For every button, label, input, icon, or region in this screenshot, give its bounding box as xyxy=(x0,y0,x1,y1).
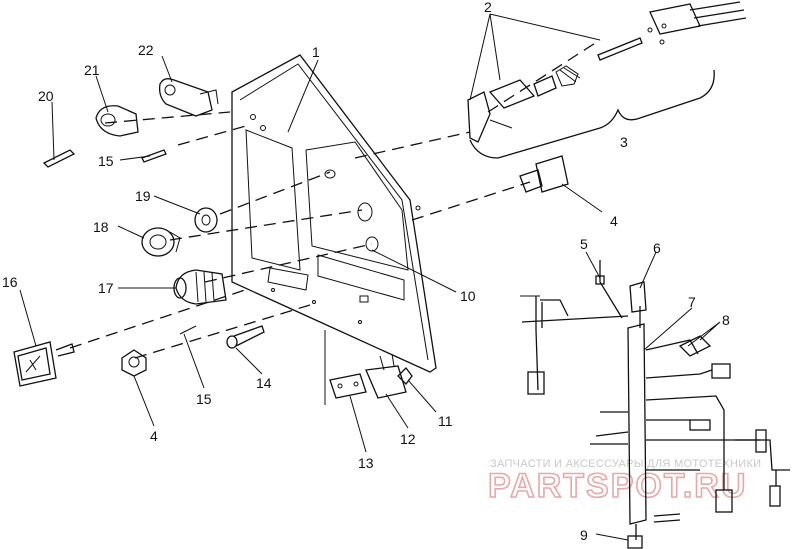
callout-2: 2 xyxy=(484,0,492,15)
switch-assembly xyxy=(467,1,747,159)
callout-9: 9 xyxy=(580,527,588,543)
callout-20: 20 xyxy=(38,88,54,104)
callout-17: 17 xyxy=(98,280,114,296)
callout-13: 13 xyxy=(358,455,374,471)
callout-4-nut: 4 xyxy=(150,428,158,444)
callout-18: 18 xyxy=(93,219,109,235)
callout-8: 8 xyxy=(722,312,730,328)
callout-5: 5 xyxy=(580,236,588,252)
left-components xyxy=(13,78,265,387)
callout-12: 12 xyxy=(400,431,416,447)
callout-3: 3 xyxy=(620,134,628,150)
leader-lines xyxy=(19,13,721,541)
mounting-plate xyxy=(231,54,437,373)
callout-6: 6 xyxy=(653,240,661,256)
watermark: ЗАПЧАСТИ И АКСЕССУАРЫ ДЛЯ МОТОТЕХНИКИ PA… xyxy=(487,458,761,506)
toggle-switch xyxy=(519,155,569,193)
callout-22: 22 xyxy=(138,42,154,58)
explosion-lines xyxy=(69,39,601,405)
callout-19: 19 xyxy=(135,188,151,204)
callout-16: 16 xyxy=(2,274,18,290)
callout-11: 11 xyxy=(438,413,453,429)
callout-1: 1 xyxy=(312,44,320,60)
watermark-caption: ЗАПЧАСТИ И АКСЕССУАРЫ ДЛЯ МОТОТЕХНИКИ xyxy=(490,458,761,470)
callout-15-bottom: 15 xyxy=(196,391,212,407)
relay-bracket xyxy=(329,353,413,399)
callout-4-toggle: 4 xyxy=(610,213,618,229)
wiring-harness xyxy=(520,260,790,549)
watermark-brand: PARTSPOT.RU xyxy=(488,467,747,505)
callout-15-top: 15 xyxy=(98,153,114,169)
callout-21: 21 xyxy=(84,62,100,78)
callout-10: 10 xyxy=(460,288,476,304)
callout-labels: 1 2 3 4 4 5 6 7 8 9 10 11 12 13 14 15 15… xyxy=(2,0,730,543)
callout-7: 7 xyxy=(688,294,696,310)
callout-14: 14 xyxy=(256,375,272,391)
